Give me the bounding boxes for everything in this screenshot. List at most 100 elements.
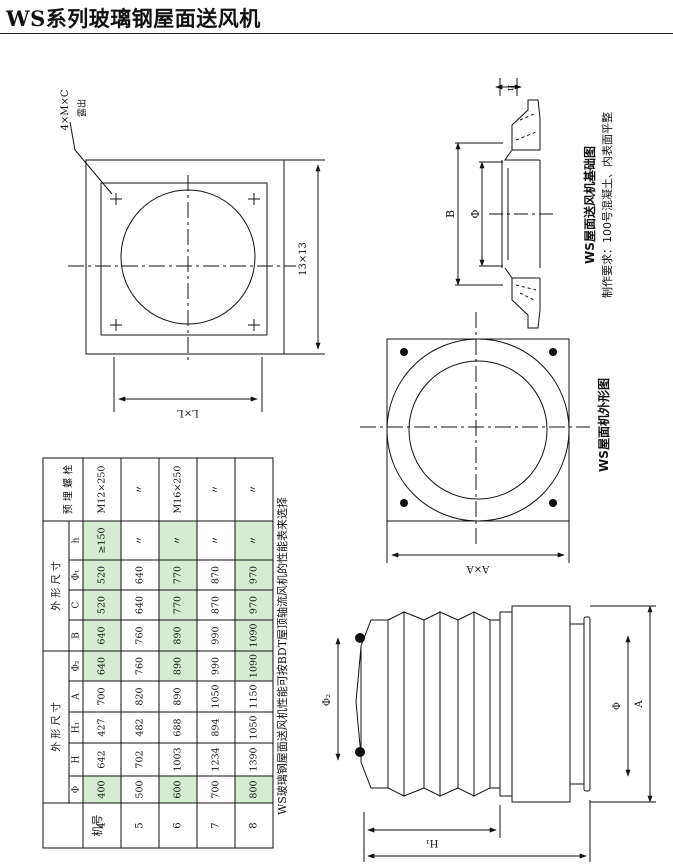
table-cell-bolt: 〃	[135, 485, 146, 495]
AxA-dimension-label: A×A	[466, 563, 491, 574]
table-col-header: H	[72, 755, 82, 763]
table-cell: 870	[211, 566, 222, 584]
table-cell: 1090	[249, 623, 260, 647]
table-cell: ≥150	[97, 527, 108, 553]
phi-dimension-label: Φ	[469, 209, 482, 218]
table-cell-bolt: M12×250	[97, 466, 108, 514]
table-cell: 820	[135, 687, 146, 705]
outline-bolt-dots	[400, 348, 557, 507]
table-cell: 〃	[211, 536, 222, 546]
table-col-header: C	[72, 601, 82, 608]
table-cell: 1050	[211, 684, 222, 708]
table-header-model: 机号	[90, 815, 104, 837]
side-view-drawing	[355, 605, 591, 803]
table-cell: 688	[173, 718, 184, 736]
table-cell-shade	[159, 521, 197, 681]
table-cell: 1050	[249, 715, 260, 739]
table-cell: 〃	[135, 536, 146, 546]
table-cell: 760	[135, 626, 146, 644]
table-cell: 520	[97, 566, 108, 584]
foundation-caption: WS屋面送风机基础图	[582, 146, 597, 264]
B-dimension-label: B	[444, 210, 457, 218]
foundation-requirement: 制作要求：100号混凝土、内表面平整	[600, 112, 614, 298]
table-cell: 800	[249, 780, 260, 798]
foundation-section-drawing	[455, 78, 556, 329]
top-view-inner-square	[100, 182, 268, 336]
table-cell: 890	[173, 626, 184, 644]
fan-housing	[511, 605, 571, 803]
dimension-table: 机号外 形 尺 寸外 形 尺 寸预 埋 螺 栓ΦHH₁AΦ₂BCΦ₁h44006…	[42, 457, 274, 849]
table-cell: 1090	[249, 654, 260, 678]
table-cell: 〃	[173, 536, 184, 546]
table-cell: 970	[249, 566, 260, 584]
table-cell: 870	[211, 596, 222, 614]
table-col-header: Φ	[72, 786, 82, 793]
table-cell-model: 8	[249, 822, 260, 828]
top-view-outer-square	[85, 159, 285, 355]
table-cell: 890	[173, 657, 184, 675]
table-header-bolt: 预 埋 螺 栓	[62, 465, 75, 515]
table-cell: 700	[211, 780, 222, 798]
table-cell: 642	[97, 750, 108, 768]
table-cell-bolt: M16×250	[173, 466, 184, 514]
table-cell: 600	[173, 780, 184, 798]
hood-layer	[387, 611, 405, 797]
table-col-header: B	[72, 632, 82, 639]
table-cell: 640	[97, 657, 108, 675]
table-cell: 990	[211, 626, 222, 644]
table-cell-shade	[83, 521, 121, 681]
A-dimension-label: A	[634, 700, 645, 709]
table-col-header: H₁	[72, 722, 82, 733]
callout-label: 4×M×C	[60, 89, 71, 130]
phi2-dimension-label: Φ₂	[322, 694, 333, 706]
table-cell: 〃	[249, 536, 260, 546]
table-cell: 770	[173, 596, 184, 614]
table-cell-shade	[235, 521, 273, 681]
table-cell-shade	[235, 776, 273, 803]
table-group-header: 外 形 尺 寸	[50, 702, 63, 752]
side-dimension-label: 13×13	[298, 242, 309, 276]
callout-note: 露出	[76, 99, 88, 117]
table-cell-model: 5	[135, 822, 146, 828]
table-border	[42, 457, 274, 849]
table-cell: 700	[97, 687, 108, 705]
bottom-dimension-label: L×L	[177, 407, 199, 418]
table-cell-model: 4	[97, 822, 108, 828]
h-dimension-label: h	[505, 85, 516, 92]
table-cell: 970	[249, 596, 260, 614]
H1-dimension-label: H₁	[426, 837, 439, 848]
table-cell-shade	[83, 776, 121, 803]
table-cell: 520	[97, 596, 108, 614]
table-cell: 1150	[249, 684, 260, 708]
table-cell-bolt: 〃	[211, 485, 222, 495]
side-phi-dimension-label: Φ	[612, 702, 623, 710]
table-cell: 702	[135, 750, 146, 768]
table-cell: 482	[135, 718, 146, 736]
H-dimension-label: H	[471, 863, 480, 866]
outline-caption: WS屋面机外形图	[596, 378, 611, 472]
table-col-header: Φ₂	[72, 660, 82, 671]
table-cell: 770	[173, 566, 184, 584]
table-cell: 1234	[211, 747, 222, 771]
table-cell: 427	[97, 718, 108, 736]
table-cell-model: 7	[211, 822, 222, 828]
title-divider	[0, 33, 673, 34]
table-cell: 1003	[173, 747, 184, 771]
table-cell: 990	[211, 657, 222, 675]
hood-layer	[360, 619, 390, 789]
table-cell: 640	[97, 626, 108, 644]
table-cell: 890	[173, 687, 184, 705]
side-view-bolt-dots	[355, 633, 365, 757]
table-col-header: Φ₁	[72, 570, 82, 581]
table-cell: 894	[211, 718, 222, 736]
table-cell: 400	[97, 780, 108, 798]
callout-leader	[69, 121, 113, 195]
table-group-header: 外 形 尺 寸	[50, 561, 63, 611]
table-cell: 640	[135, 566, 146, 584]
table-cell-bolt: 〃	[249, 485, 260, 495]
table-cell: 640	[135, 596, 146, 614]
table-cell: 500	[135, 780, 146, 798]
table-cell: 1390	[249, 747, 260, 771]
table-col-header: A	[72, 693, 82, 701]
